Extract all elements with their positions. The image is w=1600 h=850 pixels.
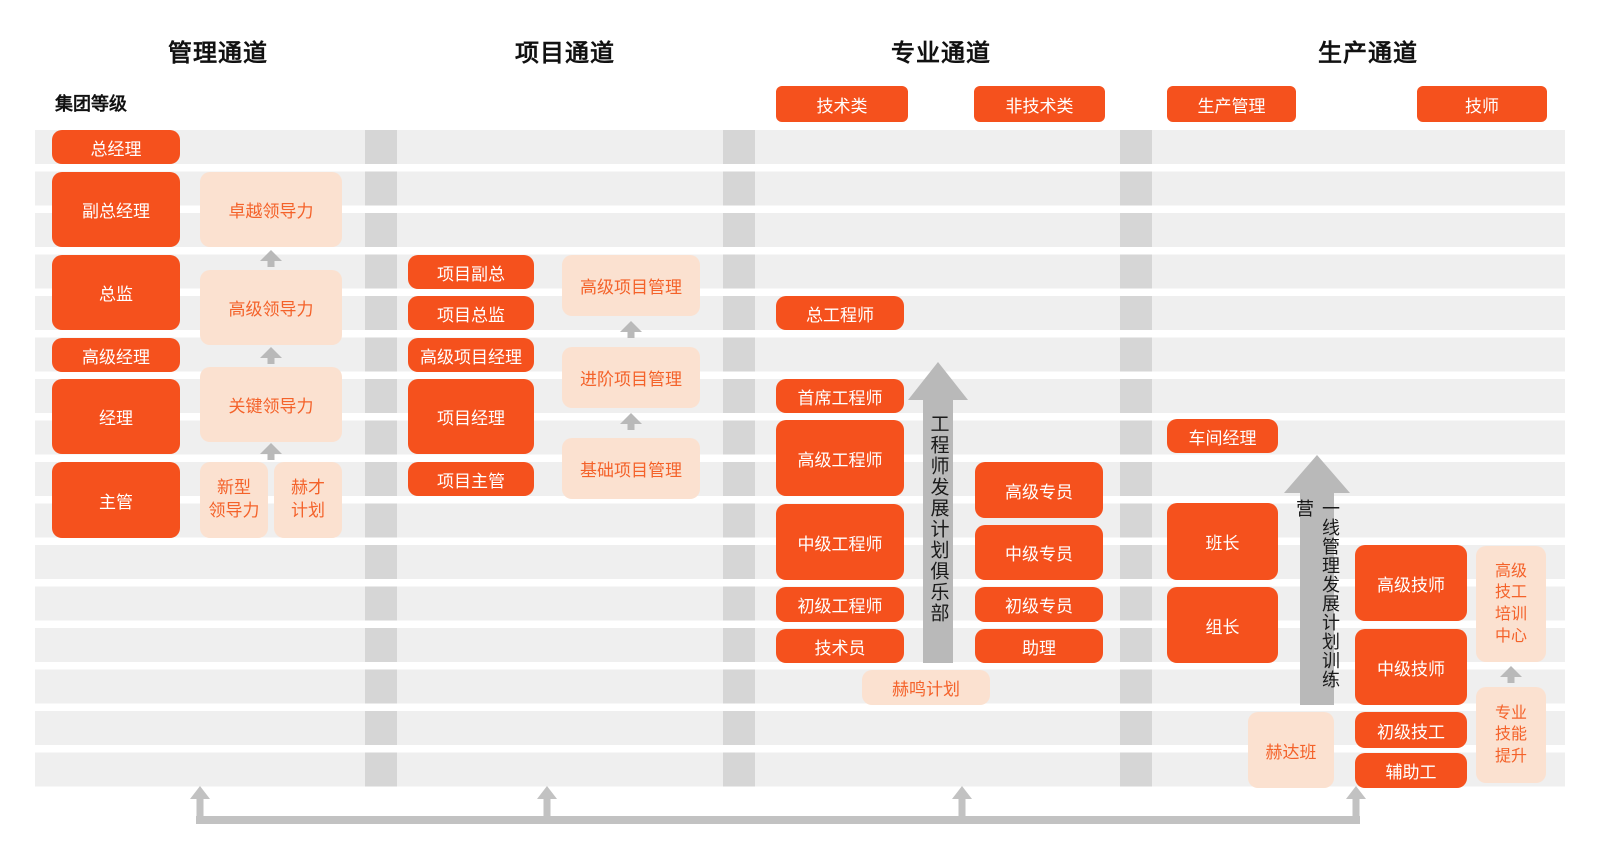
prod-shift-leader: 班长 — [1167, 503, 1278, 580]
prod-junior-worker: 初级技工 — [1355, 712, 1467, 748]
up-arrow-icon — [620, 321, 642, 338]
proj-project-supervisor: 项目主管 — [408, 462, 534, 496]
mgmt-director: 总监 — [52, 255, 180, 330]
mgmt-deputy-general-manager: 副总经理 — [52, 172, 180, 247]
tag-technician: 技师 — [1417, 86, 1547, 122]
up-arrow-icon — [620, 413, 642, 430]
prof-technician-staff: 技术员 — [776, 629, 904, 663]
channel-header-professional: 专业通道 — [891, 40, 991, 67]
channel-header-project: 项目通道 — [515, 40, 615, 67]
program-skill-upgrade: 专业 技能 提升 — [1476, 687, 1546, 783]
program-heda-class: 赫达班 — [1248, 712, 1334, 788]
bottom-connector-line — [196, 816, 1360, 824]
program-heming-plan: 赫鸣计划 — [862, 670, 990, 705]
engineer-club-arrowhead-icon — [908, 362, 968, 400]
frontline-camp-label: 一线管理发展计划训练营 — [1294, 499, 1340, 689]
engineer-club-label: 工程师发展计划俱乐部 — [927, 414, 949, 624]
prof-senior-engineer: 高级工程师 — [776, 420, 904, 496]
up-arrow-icon — [260, 443, 282, 460]
frontline-camp-arrow: 一线管理发展计划训练营 — [1294, 493, 1340, 705]
tag-production-management: 生产管理 — [1167, 86, 1296, 122]
program-excellence-leadership: 卓越领导力 — [200, 172, 342, 247]
prof-principal-engineer: 首席工程师 — [776, 379, 904, 413]
channel-divider — [365, 130, 397, 787]
bottom-connector-arrow-icon — [189, 786, 211, 816]
group-level-label: 集团等级 — [55, 94, 127, 114]
channel-header-management: 管理通道 — [168, 40, 268, 67]
up-arrow-icon — [260, 347, 282, 364]
frontline-camp-arrowhead-icon — [1284, 455, 1350, 493]
prod-workshop-manager: 车间经理 — [1167, 419, 1278, 453]
program-advanced-project-mgmt: 高级项目管理 — [562, 255, 700, 316]
up-arrow-icon — [260, 250, 282, 267]
prod-mid-technician: 中级技师 — [1355, 629, 1467, 705]
mgmt-manager: 经理 — [52, 379, 180, 454]
prof-senior-specialist: 高级专员 — [975, 462, 1103, 518]
proj-vice-president: 项目副总 — [408, 255, 534, 289]
proj-project-manager: 项目经理 — [408, 379, 534, 454]
prod-team-leader: 组长 — [1167, 587, 1278, 663]
prof-assistant: 助理 — [975, 629, 1103, 663]
program-basic-project-mgmt: 基础项目管理 — [562, 438, 700, 499]
bottom-connector-arrow-icon — [1345, 786, 1367, 824]
bottom-connector-arrow-icon — [951, 786, 973, 816]
mgmt-senior-manager: 高级经理 — [52, 338, 180, 372]
prof-mid-specialist: 中级专员 — [975, 525, 1103, 580]
prof-mid-engineer: 中级工程师 — [776, 504, 904, 580]
engineer-club-arrow: 工程师发展计划俱乐部 — [923, 400, 953, 663]
proj-senior-project-manager: 高级项目经理 — [408, 338, 534, 372]
program-hecai-plan: 赫才 计划 — [274, 462, 342, 538]
tag-non-technical: 非技术类 — [974, 86, 1105, 122]
bottom-connector-arrow-icon — [536, 786, 558, 816]
program-intermediate-project-mgmt: 进阶项目管理 — [562, 347, 700, 408]
up-arrow-icon — [1500, 666, 1522, 683]
mgmt-supervisor: 主管 — [52, 462, 180, 538]
channel-divider — [1120, 130, 1152, 787]
program-new-leadership: 新型 领导力 — [200, 462, 268, 538]
prod-auxiliary-worker: 辅助工 — [1355, 753, 1467, 788]
proj-director: 项目总监 — [408, 296, 534, 330]
prod-senior-technician: 高级技师 — [1355, 545, 1467, 621]
tag-technical: 技术类 — [776, 86, 908, 122]
prof-junior-engineer: 初级工程师 — [776, 587, 904, 622]
prof-junior-specialist: 初级专员 — [975, 587, 1103, 622]
prof-chief-engineer: 总工程师 — [776, 296, 904, 330]
channel-divider — [723, 130, 755, 787]
program-key-leadership: 关键领导力 — [200, 367, 342, 442]
mgmt-general-manager: 总经理 — [52, 130, 180, 164]
program-senior-tech-training-center: 高级 技工 培训 中心 — [1476, 546, 1546, 662]
program-senior-leadership: 高级领导力 — [200, 270, 342, 345]
channel-header-production: 生产通道 — [1318, 40, 1418, 67]
